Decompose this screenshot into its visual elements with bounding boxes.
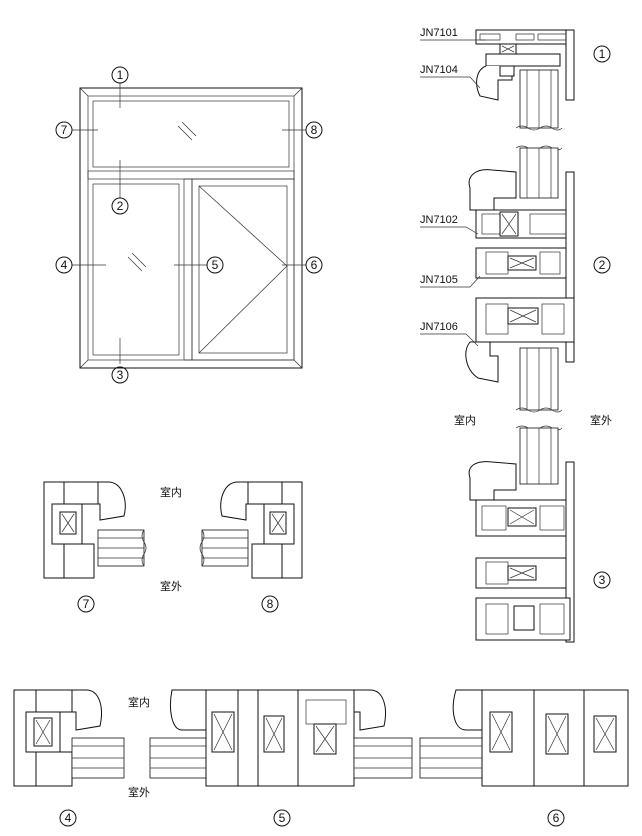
svg-text:3: 3 <box>117 368 124 382</box>
svg-text:8: 8 <box>311 123 318 137</box>
section-6 <box>419 689 629 787</box>
callout-8-elevation: 8 <box>305 121 323 139</box>
outdoor-label-7: 室外 <box>160 579 182 593</box>
vertical-section <box>465 29 575 643</box>
label-jn7102: JN7102 <box>420 214 458 226</box>
svg-text:5: 5 <box>279 811 286 825</box>
transom <box>87 170 295 180</box>
svg-text:6: 6 <box>311 258 318 272</box>
window-elevation <box>79 87 303 369</box>
inner-frame <box>87 95 295 361</box>
callout-4-section: 4 <box>59 809 77 827</box>
svg-text:1: 1 <box>117 68 124 82</box>
svg-text:7: 7 <box>83 597 90 611</box>
callout-7-section: 7 <box>77 595 95 613</box>
top-glass <box>92 100 290 168</box>
callout-3-section: 3 <box>593 571 611 589</box>
indoor-label-7: 室内 <box>160 485 182 499</box>
callout-6-elevation: 6 <box>305 256 323 274</box>
indoor-label-bottom: 室内 <box>128 695 150 709</box>
section-5 <box>149 689 413 787</box>
indoor-label-vertical: 室内 <box>454 413 476 427</box>
svg-text:7: 7 <box>61 123 68 137</box>
callout-4-elevation: 4 <box>55 256 73 274</box>
callout-8-section: 8 <box>261 595 279 613</box>
svg-text:5: 5 <box>212 258 219 272</box>
left-glass <box>92 183 180 356</box>
svg-text:2: 2 <box>599 258 606 272</box>
svg-text:1: 1 <box>599 47 606 61</box>
outdoor-label-bottom: 室外 <box>128 785 150 799</box>
svg-text:4: 4 <box>61 258 68 272</box>
label-jn7104: JN7104 <box>420 64 458 76</box>
callout-5-elevation: 5 <box>206 256 224 274</box>
svg-text:2: 2 <box>117 199 124 213</box>
profile-labels: JN7101 JN7104 JN7102 JN7105 JN7106 <box>420 27 486 347</box>
svg-text:3: 3 <box>599 573 606 587</box>
section-7 <box>43 481 147 579</box>
callout-3-elevation: 3 <box>111 366 129 384</box>
label-jn7101: JN7101 <box>420 27 458 39</box>
label-jn7105: JN7105 <box>420 274 458 286</box>
mullion <box>183 178 193 361</box>
svg-text:6: 6 <box>553 811 560 825</box>
section-leaders <box>72 83 306 364</box>
callout-2-elevation: 2 <box>111 197 129 215</box>
section-8 <box>199 481 303 579</box>
section-4 <box>13 689 125 787</box>
label-jn7106: JN7106 <box>420 321 458 333</box>
callout-2-section: 2 <box>593 256 611 274</box>
opening-indicator <box>198 185 288 354</box>
outdoor-label-vertical: 室外 <box>590 413 612 427</box>
outer-frame <box>79 87 303 369</box>
opening-sash <box>191 178 295 361</box>
callout-5-section: 5 <box>273 809 291 827</box>
svg-text:4: 4 <box>65 811 72 825</box>
callout-1-elevation: 1 <box>111 66 129 84</box>
callout-1-section: 1 <box>593 45 611 63</box>
callout-7-elevation: 7 <box>55 121 73 139</box>
svg-text:8: 8 <box>267 597 274 611</box>
callout-6-section: 6 <box>547 809 565 827</box>
